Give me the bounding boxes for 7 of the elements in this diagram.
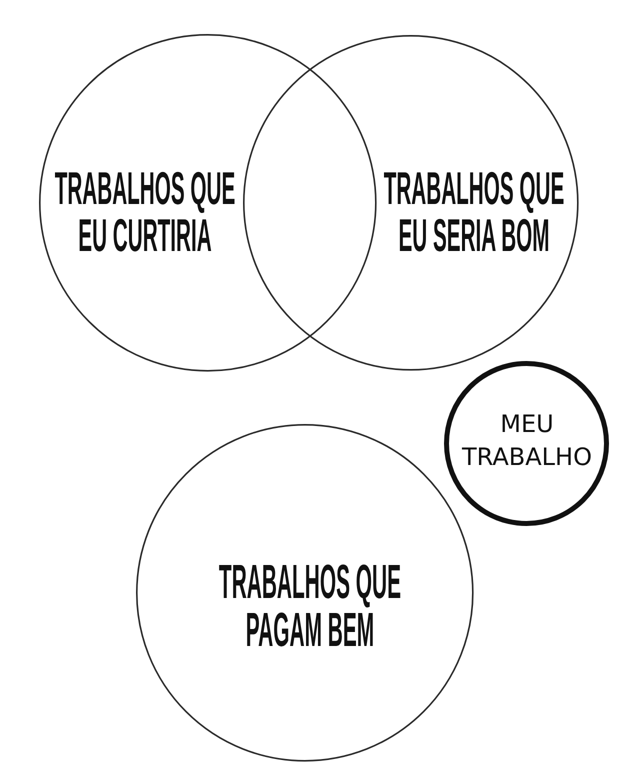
circle-label: TRABALHOS QUE EU SERIA BOM xyxy=(382,164,566,259)
circle-label: MEU TRABALHO xyxy=(461,409,593,473)
highlighted-circle xyxy=(444,360,608,526)
circle-label: TRABALHOS QUE PAGAM BEM xyxy=(218,558,402,655)
venn-circle xyxy=(39,34,377,372)
circle-label: TRABALHOS QUE EU CURTIRIA xyxy=(54,164,236,259)
venn-circle xyxy=(243,35,579,371)
